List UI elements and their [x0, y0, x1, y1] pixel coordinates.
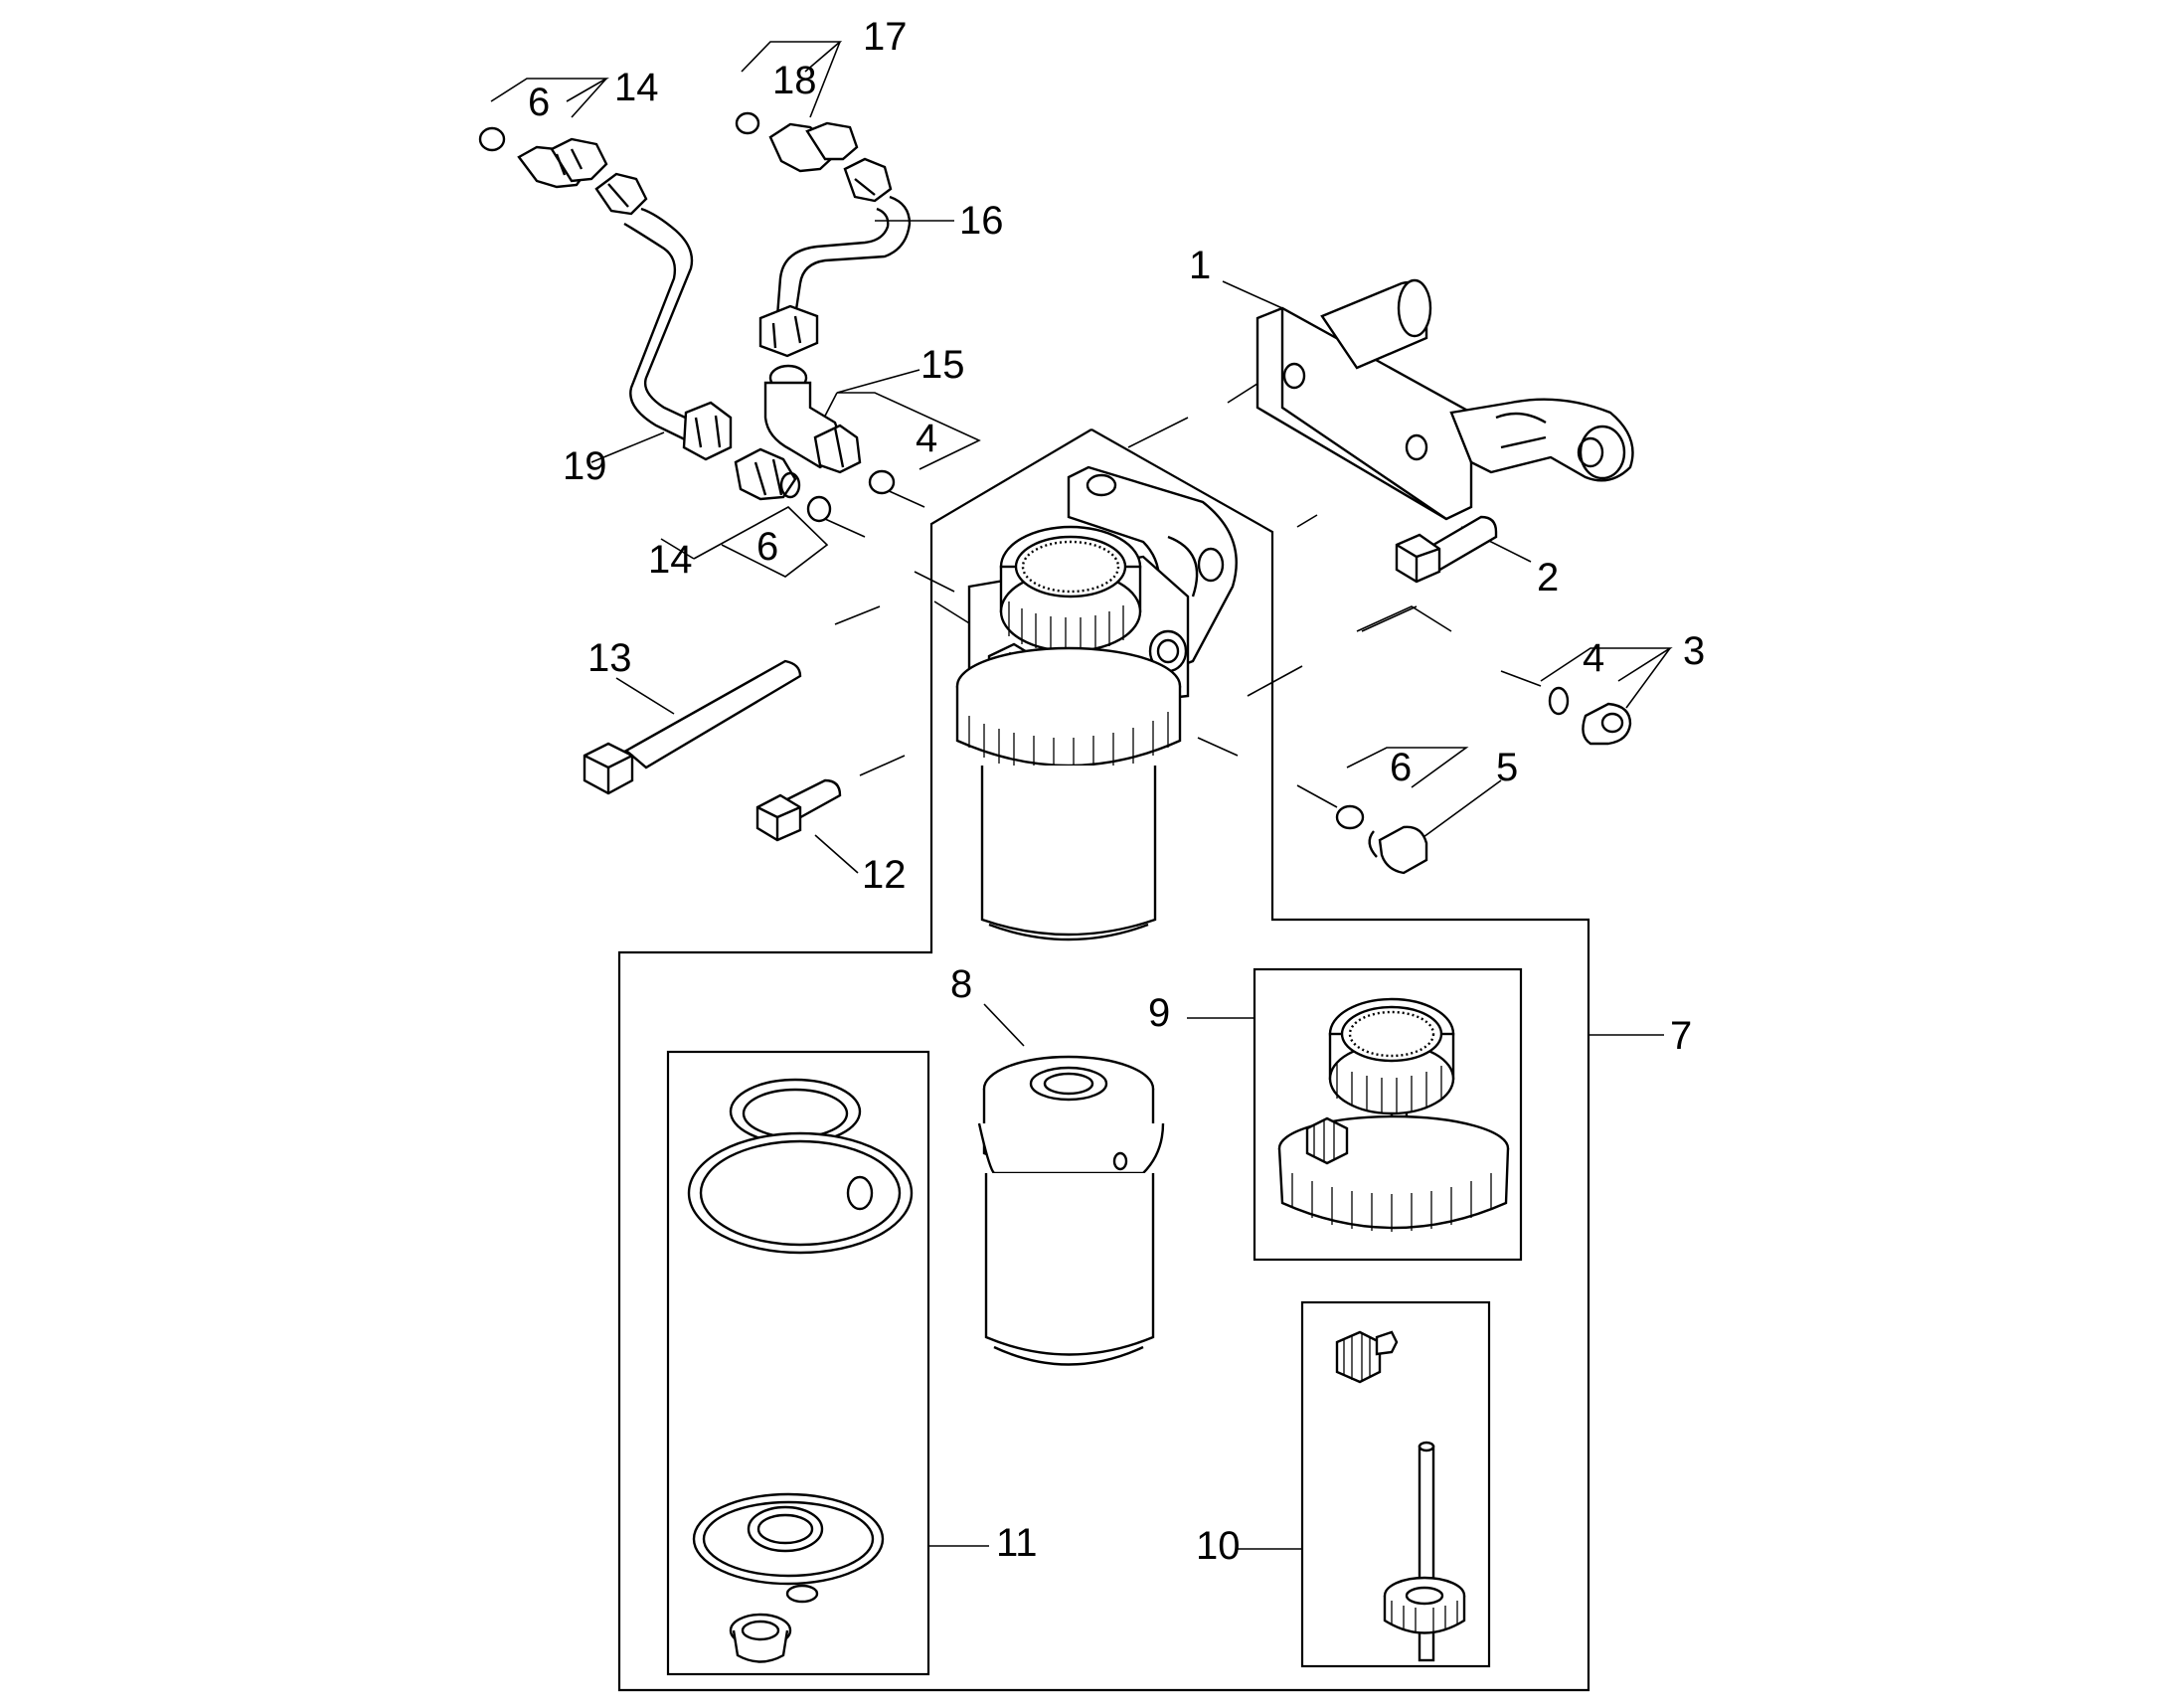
- callout-15[interactable]: 15: [920, 343, 965, 387]
- callout-19[interactable]: 19: [563, 444, 607, 488]
- washer-6-top[interactable]: [478, 126, 506, 152]
- washer-6-right[interactable]: [1335, 804, 1365, 830]
- washer-18[interactable]: [735, 111, 760, 135]
- callout-12[interactable]: 12: [862, 853, 907, 897]
- leader-lines: [490, 41, 1673, 1550]
- plug-3[interactable]: [1582, 702, 1632, 746]
- callout-4-right[interactable]: 4: [1583, 636, 1604, 680]
- bolt-12[interactable]: [755, 778, 842, 842]
- callout-6-right[interactable]: 6: [1390, 746, 1412, 789]
- fuel-line-16[interactable]: [758, 157, 912, 358]
- washer-4-right[interactable]: [1548, 686, 1570, 716]
- callout-9[interactable]: 9: [1148, 991, 1170, 1035]
- seal-kit-11[interactable]: [687, 1078, 914, 1663]
- callout-7[interactable]: 7: [1670, 1014, 1692, 1058]
- callout-10[interactable]: 10: [1196, 1524, 1241, 1568]
- fitting-14-top[interactable]: [517, 137, 608, 189]
- callout-4-upper[interactable]: 4: [916, 417, 937, 460]
- fitting-14-bottom[interactable]: [734, 447, 801, 501]
- callout-17[interactable]: 17: [863, 15, 908, 59]
- kit-10-frame: [1300, 1300, 1491, 1668]
- callout-11[interactable]: 11: [996, 1521, 1038, 1565]
- callout-16[interactable]: 16: [959, 199, 1004, 243]
- callout-1[interactable]: 1: [1189, 244, 1211, 287]
- callout-6-top[interactable]: 6: [528, 81, 550, 124]
- assembly-7-boundary: [617, 428, 1590, 1692]
- callout-3[interactable]: 3: [1683, 629, 1705, 673]
- callout-2[interactable]: 2: [1537, 556, 1559, 599]
- kit-9-frame: [1253, 967, 1523, 1262]
- plug-5[interactable]: [1368, 825, 1428, 875]
- fuel-line-19[interactable]: [594, 172, 733, 461]
- mounting-bracket[interactable]: [1255, 278, 1634, 521]
- filter-element-8[interactable]: [977, 1055, 1165, 1366]
- bolt-2[interactable]: [1395, 515, 1498, 584]
- bolt-13[interactable]: [583, 659, 802, 795]
- drain-kit-10[interactable]: [1335, 1330, 1466, 1662]
- callout-6-middle[interactable]: 6: [756, 525, 778, 569]
- bowl-ring-9[interactable]: [1277, 997, 1510, 1232]
- callout-8[interactable]: 8: [950, 962, 972, 1006]
- washer-6-middle[interactable]: [806, 495, 832, 523]
- elbow-fitting-15[interactable]: [763, 364, 862, 474]
- callout-13[interactable]: 13: [587, 636, 632, 680]
- washer-4-upper[interactable]: [868, 469, 896, 495]
- callout-14-top[interactable]: 14: [614, 66, 659, 109]
- kit-11-frame: [666, 1050, 930, 1676]
- callout-labels: 1 2 3 4 4 5 6 6 6 7 8 9 10 11 12 13 14 1…: [528, 15, 1705, 1568]
- callout-18[interactable]: 18: [772, 59, 817, 102]
- fitting-17[interactable]: [768, 121, 859, 173]
- callout-5[interactable]: 5: [1496, 746, 1518, 789]
- filter-head-assembly[interactable]: [955, 465, 1238, 941]
